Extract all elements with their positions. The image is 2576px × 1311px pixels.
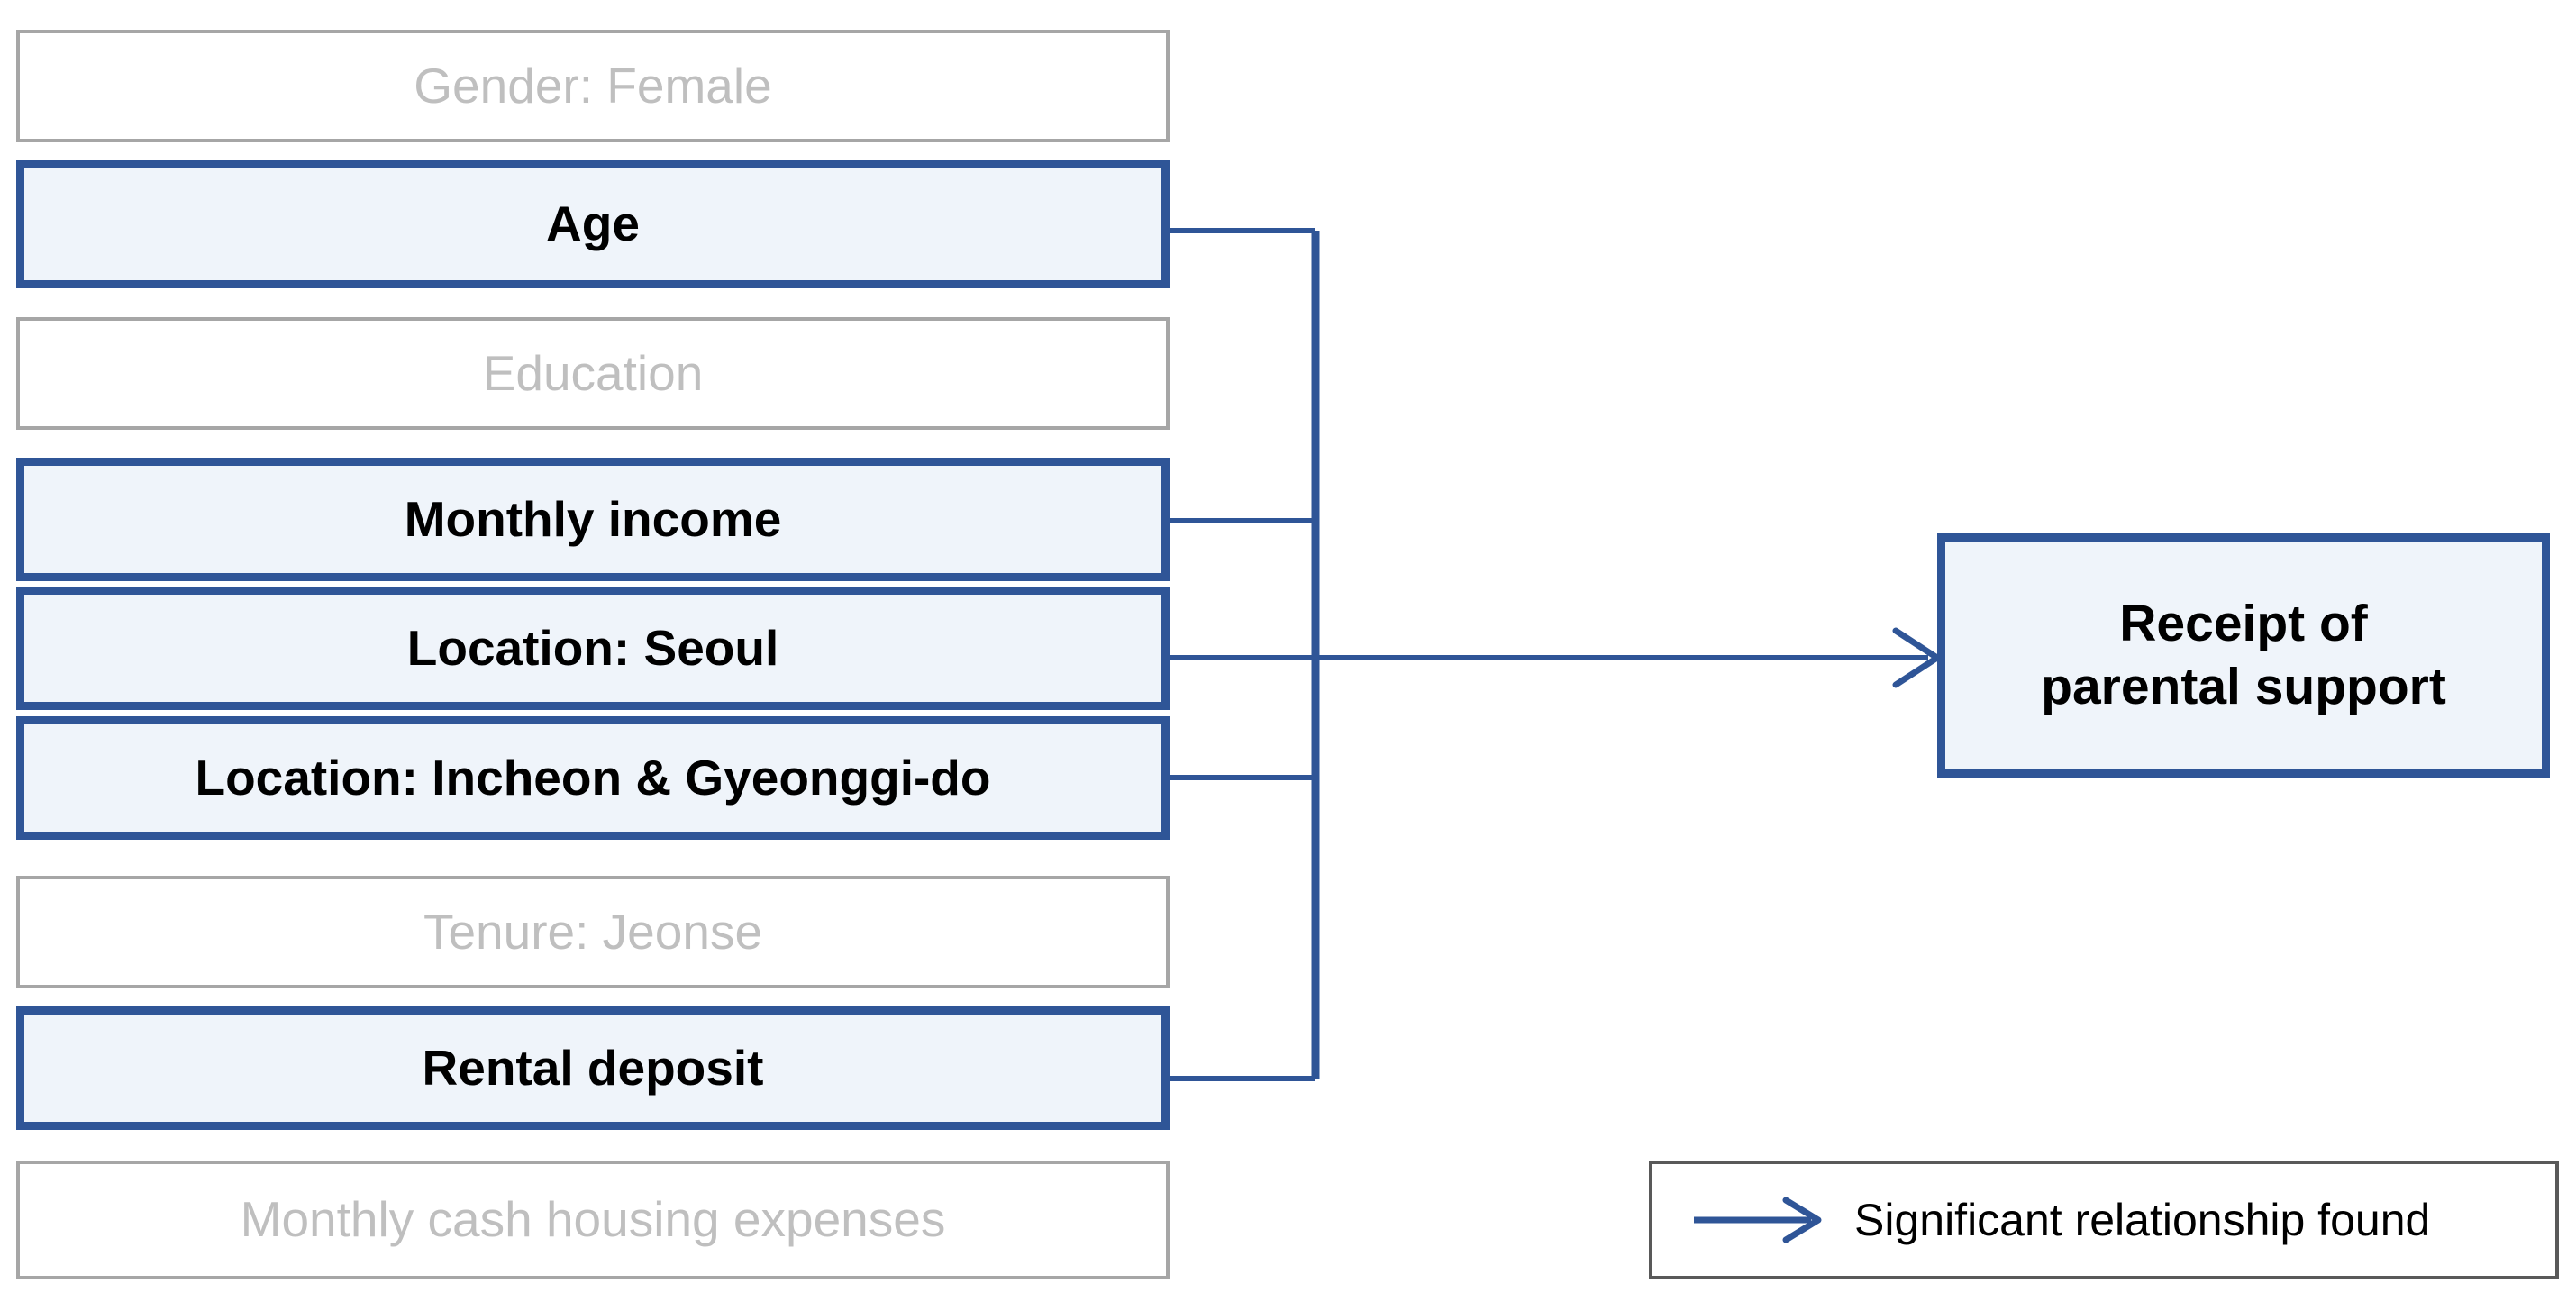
predictor-box-age[interactable]: Age xyxy=(16,160,1170,288)
predictor-box-monthly-cash-housing-expenses[interactable]: Monthly cash housing expenses xyxy=(16,1161,1170,1279)
predictor-label: Tenure: Jeonse xyxy=(423,903,763,960)
outcome-box-receipt-of-parental-support[interactable]: Receipt of parental support xyxy=(1937,533,2550,778)
outcome-label-line2: parental support xyxy=(2041,657,2446,715)
legend-label: Significant relationship found xyxy=(1854,1195,2431,1245)
predictor-box-location-incheon-gyeonggi[interactable]: Location: Incheon & Gyeonggi-do xyxy=(16,716,1170,840)
predictor-box-education[interactable]: Education xyxy=(16,317,1170,430)
predictor-label: Age xyxy=(546,196,640,252)
arrow-right-icon xyxy=(1694,1197,1822,1243)
predictor-box-tenure-jeonse[interactable]: Tenure: Jeonse xyxy=(16,876,1170,988)
outcome-label-line1: Receipt of xyxy=(2119,594,2368,652)
predictor-box-rental-deposit[interactable]: Rental deposit xyxy=(16,1006,1170,1130)
predictor-label: Education xyxy=(482,344,704,401)
legend: Significant relationship found xyxy=(1649,1161,2559,1279)
predictor-label: Location: Incheon & Gyeonggi-do xyxy=(195,749,991,806)
predictor-label: Gender: Female xyxy=(414,57,772,114)
predictor-box-monthly-income[interactable]: Monthly income xyxy=(16,458,1170,581)
arrow-head-icon xyxy=(1892,627,1941,688)
predictor-box-gender-female[interactable]: Gender: Female xyxy=(16,30,1170,142)
predictor-label: Monthly cash housing expenses xyxy=(240,1191,946,1248)
predictor-label: Location: Seoul xyxy=(406,619,779,676)
predictor-label: Rental deposit xyxy=(422,1039,764,1096)
predictor-label: Monthly income xyxy=(404,490,782,547)
predictor-box-location-seoul[interactable]: Location: Seoul xyxy=(16,587,1170,710)
